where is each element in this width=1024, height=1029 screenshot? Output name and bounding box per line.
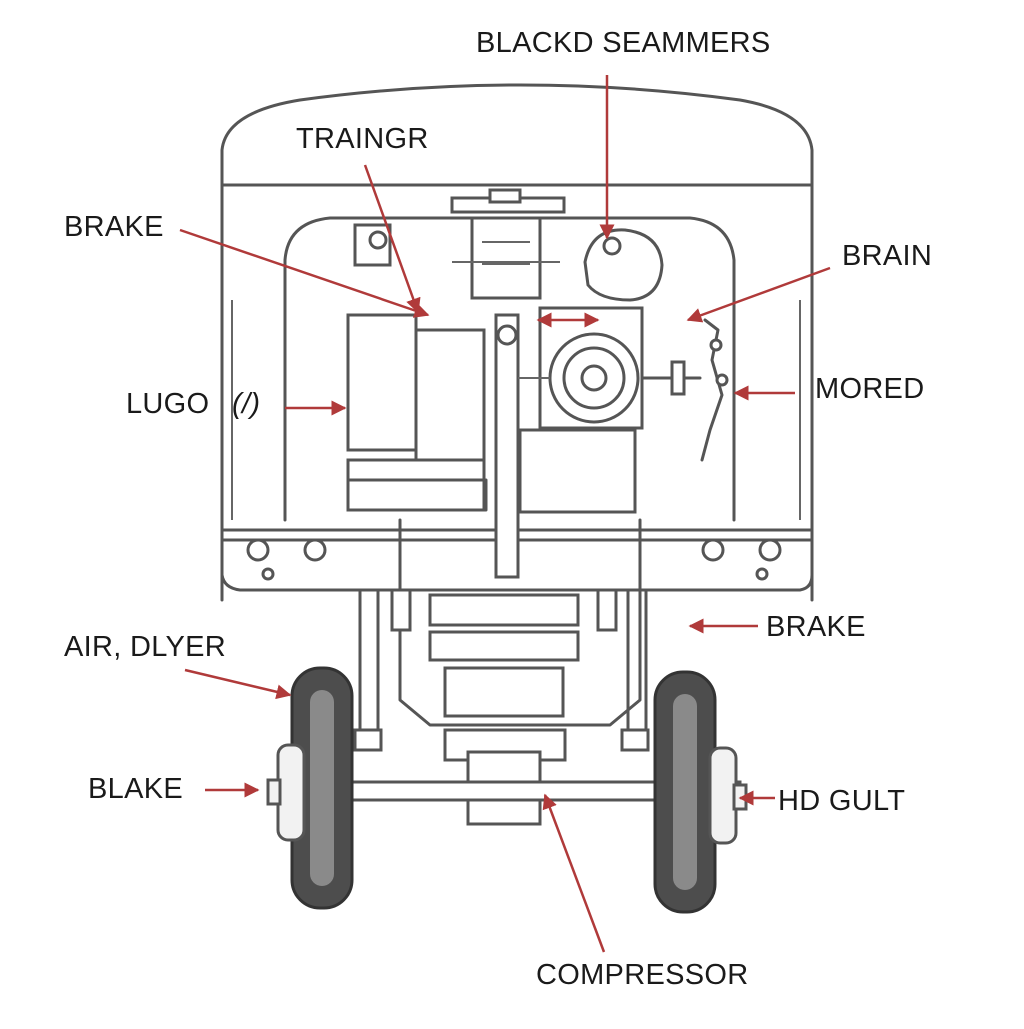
right-spring-mount	[620, 728, 650, 752]
top-mechanism	[353, 188, 664, 302]
label-mored: MORED	[815, 373, 924, 405]
engine-blocks	[346, 306, 729, 579]
shaft-collar	[670, 360, 686, 396]
left-tire-tread	[310, 690, 334, 886]
valve-housing	[470, 216, 542, 300]
tank-lower	[443, 666, 565, 718]
tank-cap	[602, 236, 622, 256]
label-lugo-mark: (/)	[232, 388, 260, 420]
left-clamp	[390, 588, 412, 632]
center-shaft	[494, 313, 520, 579]
bolt	[303, 538, 327, 562]
center-frame	[398, 518, 642, 727]
arrow-traingr	[363, 164, 421, 314]
right-hub	[708, 746, 738, 845]
leader-arrows	[179, 75, 831, 953]
lower-right-block	[518, 428, 637, 514]
tank-middle	[428, 630, 580, 662]
reservoir-tank	[583, 228, 664, 302]
right-frame-leg	[626, 588, 648, 737]
arrow-brake-top	[179, 228, 430, 318]
right-wheel	[653, 670, 748, 914]
bolt	[755, 567, 769, 581]
differential-bracket	[443, 728, 567, 762]
bolt	[246, 538, 270, 562]
bolt	[701, 538, 725, 562]
chassis-rail	[220, 538, 814, 592]
label-lugo: LUGO	[126, 388, 209, 420]
linkage-pin	[709, 338, 723, 352]
left-block	[346, 313, 418, 452]
label-traingr: TRAINGR	[296, 123, 429, 155]
lower-left-block	[346, 458, 486, 512]
label-air-dlyer: AIR, DLYER	[64, 631, 226, 663]
pulley-hub	[580, 364, 608, 392]
left-gauge	[368, 230, 388, 250]
label-brain: BRAIN	[842, 240, 932, 272]
left-wheel	[266, 666, 354, 910]
label-brake-right: BRAKE	[766, 611, 866, 643]
label-blake: BLAKE	[88, 773, 183, 805]
arrow-compressor	[542, 793, 606, 953]
left-spring-mount	[353, 728, 383, 752]
left-hub	[276, 743, 306, 842]
arrow-brain	[686, 266, 831, 323]
labels: BLACKD SEAMMERS TRAINGR BRAKE BRAIN LUGO…	[64, 27, 932, 991]
arrow-air-dlyer	[184, 668, 292, 700]
top-cap	[488, 188, 522, 204]
label-compressor: COMPRESSOR	[536, 959, 748, 991]
label-brake-top: BRAKE	[64, 211, 164, 243]
bolt	[758, 538, 782, 562]
left-hub-bolt	[266, 778, 282, 806]
right-tire-tread	[673, 694, 697, 890]
lower-frame	[278, 518, 742, 826]
linkage-pin	[715, 373, 729, 387]
lower-left-step	[346, 478, 488, 512]
tank-upper	[428, 593, 580, 627]
shaft-joint	[496, 324, 518, 346]
label-hd-gult: HD GULT	[778, 785, 905, 817]
left-frame-leg	[358, 588, 380, 737]
center-left-block	[414, 328, 486, 462]
cab-roof	[220, 83, 814, 187]
bolt	[261, 567, 275, 581]
right-clamp	[596, 588, 618, 632]
label-blackd-seammers: BLACKD SEAMMERS	[476, 27, 771, 59]
